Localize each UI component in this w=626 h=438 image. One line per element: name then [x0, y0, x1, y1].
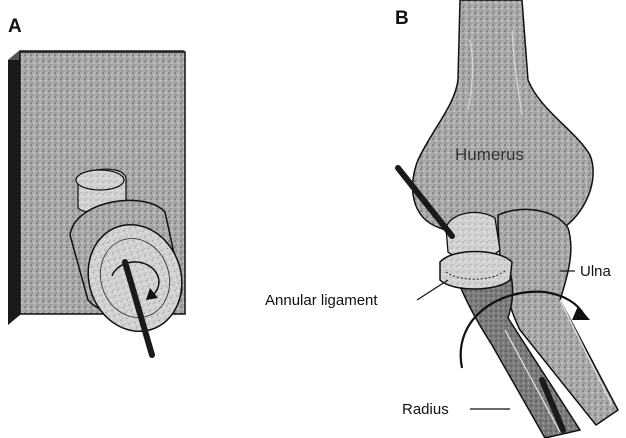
panel-b: B Humerus Ulna Annular ligament Radius — [265, 0, 618, 438]
radius-label: Radius — [402, 401, 449, 418]
ulna-bone — [498, 209, 618, 425]
annular-ligament-leader — [417, 280, 448, 300]
humerus-label: Humerus — [455, 145, 524, 164]
ulna-label: Ulna — [580, 263, 612, 280]
panel-a-letter: A — [8, 16, 22, 37]
panel-b-letter: B — [395, 8, 409, 29]
annular-ligament-label: Annular ligament — [265, 292, 378, 309]
annular-ligament-band — [440, 252, 512, 290]
panel-a: A — [8, 16, 195, 355]
humerus-bone — [413, 0, 594, 237]
